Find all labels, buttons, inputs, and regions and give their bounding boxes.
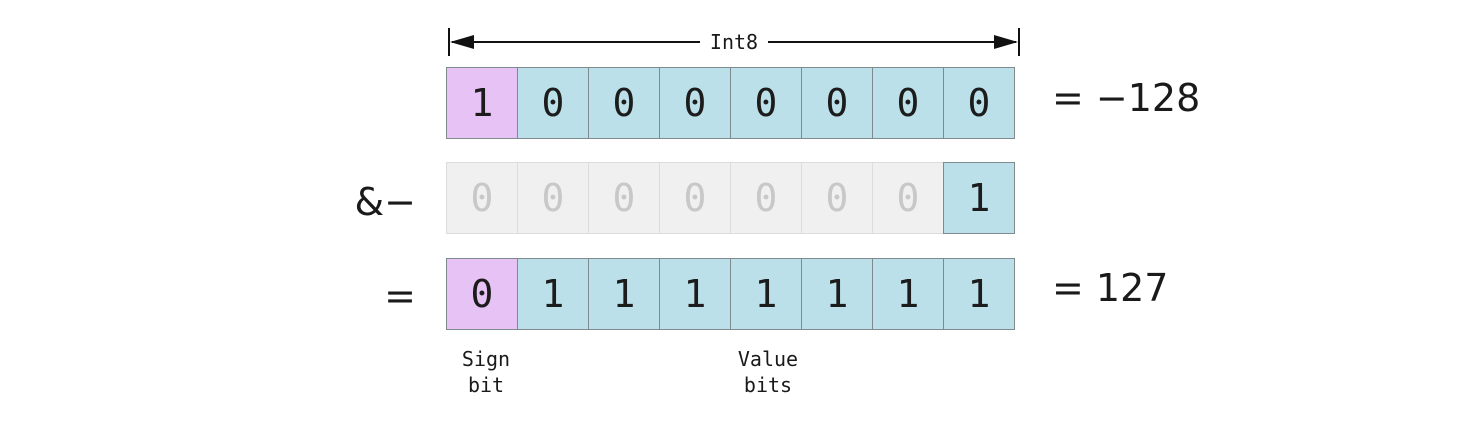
value-bits-caption: Value bits [737, 347, 799, 397]
sign-bit-caption: Sign bit [461, 347, 511, 397]
value-bit-cell: 1 [943, 162, 1015, 234]
bit-row-one: 0 0 0 0 0 0 0 1 [446, 162, 1015, 234]
result-minus-128: = −128 [1052, 76, 1201, 120]
faded-bit-cell: 0 [517, 162, 589, 234]
value-bit-cell: 1 [943, 258, 1015, 330]
result-127: = 127 [1052, 266, 1169, 310]
value-bit-cell: 0 [588, 67, 660, 139]
value-bit-cell: 0 [943, 67, 1015, 139]
faded-bit-cell: 0 [446, 162, 518, 234]
faded-bit-cell: 0 [588, 162, 660, 234]
value-bit-cell: 1 [730, 258, 802, 330]
value-bit-cell: 0 [659, 67, 731, 139]
value-bit-cell: 0 [872, 67, 944, 139]
equals-operator: = [384, 274, 416, 318]
value-bit-cell: 1 [659, 258, 731, 330]
faded-bit-cell: 0 [730, 162, 802, 234]
int8-width-marker: Int8 [448, 28, 1020, 58]
bit-row-minus-128: 1 0 0 0 0 0 0 0 [446, 67, 1015, 139]
value-bit-cell: 0 [517, 67, 589, 139]
faded-bit-cell: 0 [801, 162, 873, 234]
faded-bit-cell: 0 [872, 162, 944, 234]
width-arrow-left-head [450, 35, 474, 49]
width-arrow-right-head [994, 35, 1018, 49]
sign-bit-cell: 1 [446, 67, 518, 139]
value-bit-cell: 0 [801, 67, 873, 139]
bit-row-127: 0 1 1 1 1 1 1 1 [446, 258, 1015, 330]
value-bit-cell: 1 [801, 258, 873, 330]
overflow-subtraction-operator: &− [354, 180, 416, 224]
value-bit-cell: 1 [872, 258, 944, 330]
value-bit-cell: 1 [588, 258, 660, 330]
sign-bit-cell: 0 [446, 258, 518, 330]
value-bit-cell: 1 [517, 258, 589, 330]
width-arrow [448, 28, 1020, 56]
value-bit-cell: 0 [730, 67, 802, 139]
faded-bit-cell: 0 [659, 162, 731, 234]
